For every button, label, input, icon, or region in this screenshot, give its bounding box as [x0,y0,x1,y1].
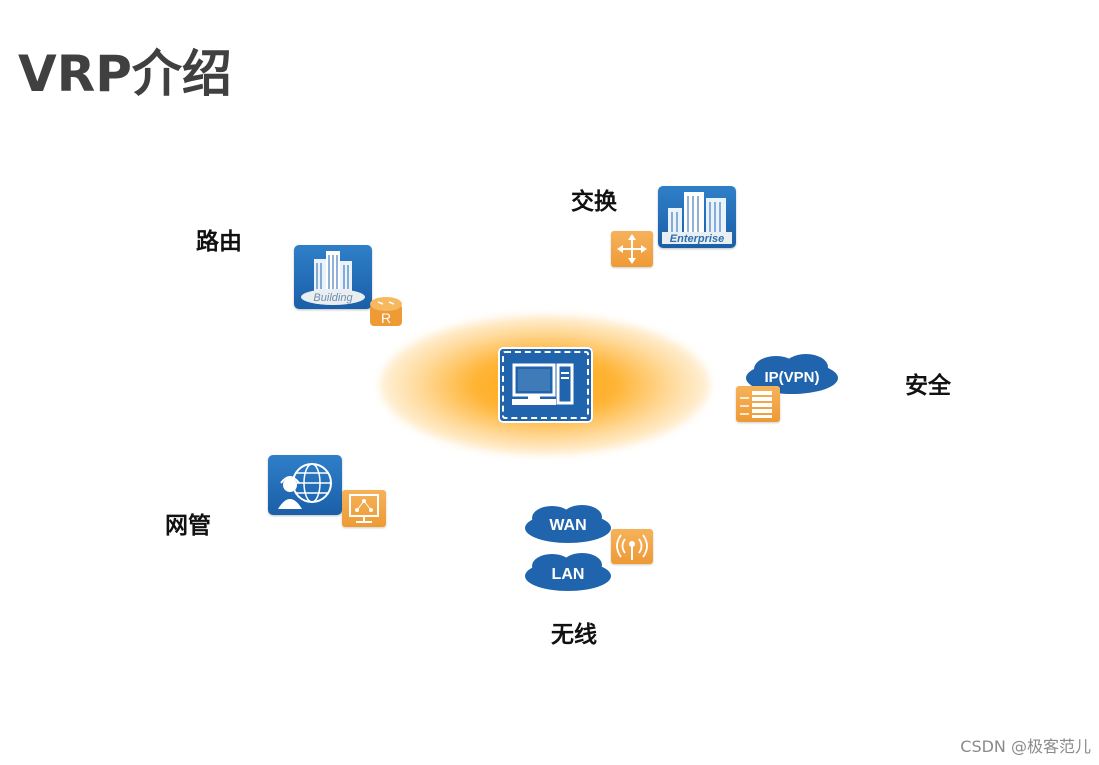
topology-node [342,490,386,527]
wireless-ap-node [611,529,653,564]
page-title: VRP介绍 [18,45,232,103]
label-security: 安全 [905,373,951,399]
watermark: CSDN @极客范儿 [960,737,1091,756]
router-icon: R [370,297,402,326]
wan-text: WAN [549,517,586,534]
label-management: 网管 [165,513,211,539]
enterprise-node: Enterprise [658,186,736,248]
switch-node [611,231,653,267]
wan-cloud-icon: WAN [525,505,611,543]
switch-arrows-icon [617,234,647,264]
wireless-signal-icon [616,534,648,560]
enterprise-text: Enterprise [670,233,724,245]
building-text: Building [313,292,353,304]
label-routing: 路由 [196,229,242,255]
computer-icon [512,363,574,405]
lan-text: LAN [552,566,585,583]
label-wireless: 无线 [551,622,597,648]
topology-monitor-icon [349,494,379,523]
building-node: Building [294,245,372,309]
ipvpn-text: IP(VPN) [764,369,819,386]
firewall-icon [740,391,772,418]
vrp-computer-node [498,347,593,423]
management-node [268,455,342,515]
building-icon: Building [301,251,365,305]
enterprise-building-icon: Enterprise [662,192,732,245]
firewall-node [736,386,780,422]
globe-support-icon [278,463,332,509]
lan-cloud-icon: LAN [525,553,611,591]
label-switching: 交换 [571,189,617,215]
router-text: R [381,310,391,326]
